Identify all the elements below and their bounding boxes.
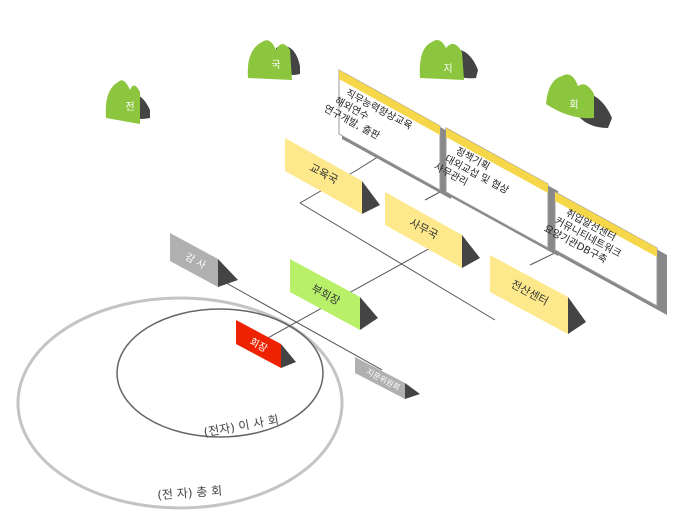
board-ellipse — [116, 308, 324, 438]
general-assembly-label: (전 자) 총 회 — [157, 484, 223, 502]
mountain-icon-1: 전 — [105, 80, 150, 124]
computing-box: 전산센터 — [490, 255, 586, 334]
secretariat-box: 사무국 — [385, 192, 480, 268]
computing-panel: 취업알선센터 커뮤니티네트워크 요양기관DB구축 — [542, 191, 667, 315]
mountain-char-4: 회 — [569, 99, 578, 111]
advisory-box: 지문위원회 — [355, 357, 420, 399]
president-box: 회장 — [236, 320, 296, 368]
mountain-char-2: 국 — [271, 59, 280, 71]
mountain-icon-2: 국 — [247, 40, 300, 80]
audit-box: 감 사 — [170, 233, 238, 287]
mountain-char-1: 전 — [125, 101, 134, 113]
mountain-icon-3: 지 — [419, 40, 478, 80]
secretariat-panel: 정책기획 대외교섭 및 협상 사무관리 — [432, 127, 558, 256]
mountain-icon-4: 회 — [546, 74, 612, 128]
mountain-char-3: 지 — [443, 63, 452, 75]
general-assembly-ellipse — [16, 296, 344, 510]
vice-president-box: 부회장 — [290, 259, 378, 330]
